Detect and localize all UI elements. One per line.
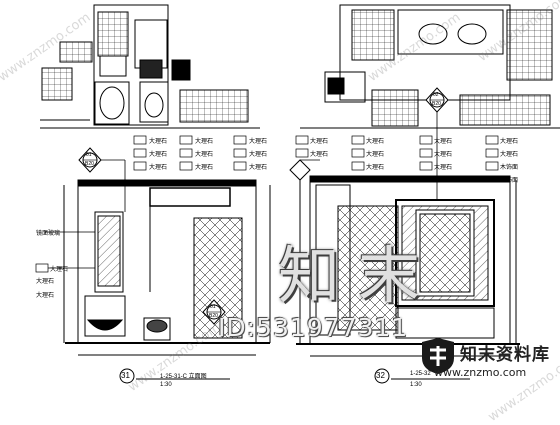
drawing-caption: 1-25-31-C 立面图 (160, 374, 207, 380)
drawing-number-31-circle (119, 368, 135, 384)
drawing-number-32-circle (374, 368, 390, 384)
material-label: 大理石 (434, 178, 453, 184)
callout-left-bottom: B20 (85, 161, 94, 167)
side-note: 大理石 (36, 279, 55, 285)
tag-boxes-left (35, 135, 247, 273)
material-label: 大理石 (310, 139, 329, 145)
drawing-number: 32 (376, 371, 385, 380)
callout-right-top: 02 (433, 92, 439, 98)
callout-right-bottom: B20 (432, 101, 441, 107)
watermark-big-chars: 知末 (278, 239, 439, 312)
callout-marker-left (78, 147, 102, 173)
material-label: 大理石 (249, 165, 268, 171)
material-label: 大理石 (195, 165, 214, 171)
callout-marker-right (425, 87, 449, 113)
tag-boxes-right (295, 135, 499, 171)
callout-mid-bottom: B20 (209, 313, 218, 319)
material-label: 木饰面 (500, 165, 519, 171)
side-note-mirror: 镜面玻璃 (36, 231, 61, 237)
material-label: 大理石 (434, 139, 453, 145)
material-label: 大理石 (310, 152, 329, 158)
material-label: 大理石 (500, 139, 519, 145)
plan-left (40, 4, 260, 129)
material-label: 大理石 (195, 139, 214, 145)
material-label: 大理石 (366, 139, 385, 145)
material-label: 大理石 (249, 152, 268, 158)
material-label: 大理石 (149, 165, 168, 171)
material-label: 大理石 (434, 152, 453, 158)
brand-url: www.znzmo.com (434, 366, 527, 379)
drawing-number: 31 (121, 371, 130, 380)
material-label: 大理石 (195, 152, 214, 158)
callout-marker-right-side (289, 159, 311, 181)
material-label: 大理石 (500, 152, 519, 158)
material-label: 大理石 (366, 152, 385, 158)
material-label: 大理石 (366, 165, 385, 171)
drawing-scale: 1:30 (160, 382, 172, 388)
material-label: 大理石 (249, 139, 268, 145)
callout-mid-top: 01 (210, 304, 216, 310)
material-label: 木饰面 (500, 178, 519, 184)
drawing-caption: 1-25-32 (410, 371, 431, 377)
drawing-scale: 1:30 (410, 382, 422, 388)
plan-right (300, 4, 560, 129)
brand-logo (412, 330, 560, 390)
material-label: 大理石 (50, 267, 69, 273)
watermark-id: ID:531977311 (218, 313, 409, 342)
brand-name: 知末资料库 (460, 345, 550, 365)
elevation-right (296, 175, 520, 357)
material-label: 大理石 (366, 178, 385, 184)
side-note: 大理石 (36, 293, 55, 299)
material-label: 大理石 (149, 152, 168, 158)
brand-mark-icon (422, 338, 454, 374)
callout-marker-mid (202, 299, 226, 325)
material-label: 大理石 (434, 165, 453, 171)
callout-left-top: 01 (86, 152, 92, 158)
elevation-left (63, 179, 271, 356)
material-label: 大理石 (149, 139, 168, 145)
